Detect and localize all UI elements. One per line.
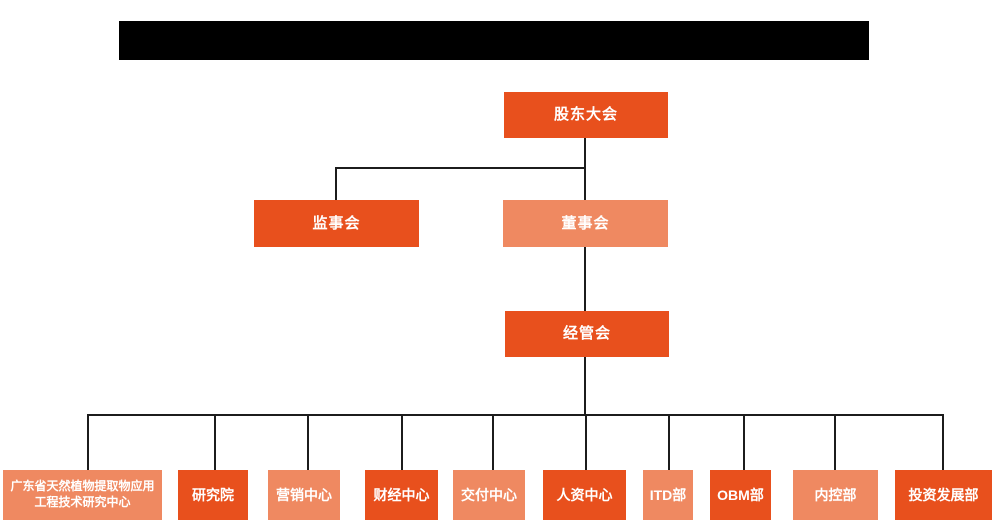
org-node-research-institute: 研究院 <box>178 470 248 520</box>
org-node-management-committee: 经管会 <box>505 311 669 357</box>
connector-line <box>834 414 836 471</box>
org-node-label: OBM部 <box>717 486 764 503</box>
connector-line <box>87 414 89 471</box>
connector-line <box>335 167 337 201</box>
org-node-hr-center: 人资中心 <box>543 470 626 520</box>
connector-line <box>942 414 944 471</box>
org-node-label: ITD部 <box>649 486 687 503</box>
connector-line <box>492 414 494 471</box>
org-node-label: 研究院 <box>192 486 234 503</box>
org-node-internal-control-dept: 内控部 <box>793 470 878 520</box>
org-node-finance-center: 财经中心 <box>365 470 438 520</box>
org-node-shareholders-meeting: 股东大会 <box>504 92 668 138</box>
org-node-label: 投资发展部 <box>908 486 979 503</box>
connector-line <box>668 414 670 471</box>
org-node-gd-research-center: 广东省天然植物提取物应用工程技术研究中心 <box>3 470 162 520</box>
org-node-label: 广东省天然植物提取物应用工程技术研究中心 <box>10 479 155 509</box>
org-node-label: 交付中心 <box>461 486 517 503</box>
org-node-label: 财经中心 <box>373 486 430 503</box>
org-node-investment-dev-dept: 投资发展部 <box>895 470 992 520</box>
org-node-label: 内控部 <box>814 486 857 503</box>
connector-line <box>307 414 309 471</box>
org-node-obm-dept: OBM部 <box>710 470 771 520</box>
connector-line <box>584 167 586 201</box>
org-node-supervisory-board: 监事会 <box>254 200 419 247</box>
connector-line <box>401 414 403 471</box>
org-node-label: 人资中心 <box>556 486 613 503</box>
connector-line <box>585 414 587 471</box>
org-node-itd-dept: ITD部 <box>643 470 693 520</box>
org-node-label: 经管会 <box>562 325 611 343</box>
connector-line <box>743 414 745 471</box>
connector-line <box>214 414 216 471</box>
connector-line <box>335 167 586 169</box>
org-node-label: 营销中心 <box>276 486 332 503</box>
connector-line <box>584 356 586 416</box>
org-node-marketing-center: 营销中心 <box>268 470 340 520</box>
connector-line <box>87 414 944 416</box>
connector-line <box>584 246 586 312</box>
org-node-label: 股东大会 <box>553 106 618 124</box>
connector-line <box>584 137 586 169</box>
redacted-title-bar <box>119 21 869 60</box>
org-node-board-of-directors: 董事会 <box>503 200 668 247</box>
org-node-label: 董事会 <box>561 214 610 232</box>
org-node-delivery-center: 交付中心 <box>453 470 525 520</box>
org-node-label: 监事会 <box>312 214 361 232</box>
